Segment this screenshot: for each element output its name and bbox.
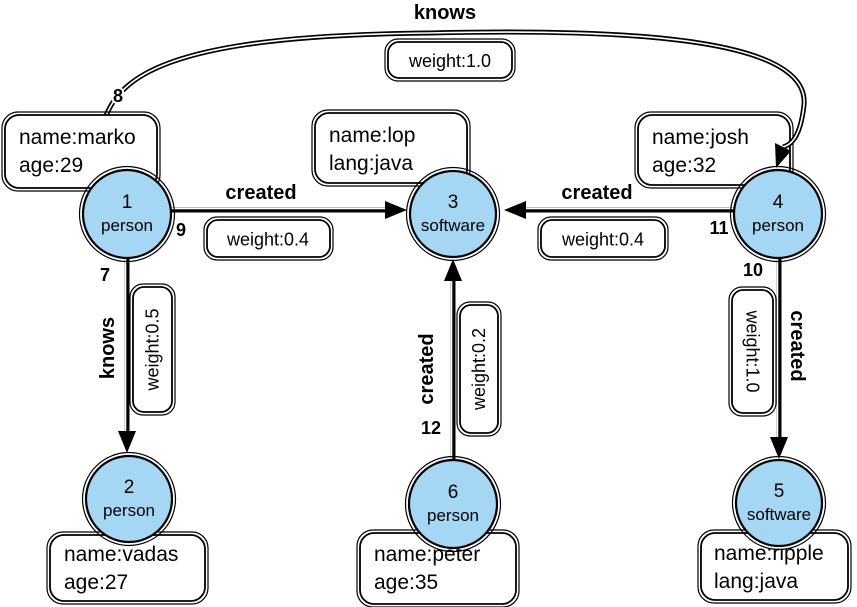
edge-label-created-right: created — [561, 182, 632, 204]
weight-box-halo — [728, 286, 777, 417]
node-circle — [81, 168, 173, 260]
node-id: 1 — [122, 192, 133, 213]
edge-label-created-left: created — [225, 182, 296, 204]
property-line: lang:java — [329, 152, 413, 175]
weight-box — [387, 41, 513, 79]
edge-created-6-3 — [444, 259, 462, 460]
property-line: age:32 — [652, 154, 716, 177]
edge-curve-highlight — [99, 31, 805, 179]
property-line: name:josh — [652, 126, 749, 149]
node-circle — [408, 169, 498, 259]
weight-box-edge-12: weight:0.2 — [456, 301, 502, 437]
node-label: person — [752, 216, 804, 235]
edge-id-7: 7 — [100, 265, 110, 285]
edge-created-1-3 — [171, 201, 407, 219]
edge-label-created-far-right: created — [786, 310, 808, 381]
node-5: 5 software — [731, 455, 827, 551]
edge-id-9: 9 — [176, 220, 186, 240]
arrowhead — [385, 201, 407, 219]
arrowhead — [770, 437, 788, 459]
property-box-halo — [311, 109, 471, 187]
weight-box — [540, 219, 666, 258]
node-2: 2 person — [81, 451, 177, 547]
weight-label: weight:1.0 — [408, 51, 491, 71]
node-1: 1 person — [78, 165, 176, 263]
edge-label-created-middle: created — [416, 333, 438, 404]
arrowhead — [775, 143, 791, 168]
weight-label: weight:1.0 — [743, 309, 763, 392]
node-halo — [404, 455, 502, 553]
weight-box — [731, 289, 774, 414]
node-6: 6 person — [404, 455, 502, 553]
property-box-ripple: name:ripple lang:java — [697, 529, 852, 604]
arrowhead — [504, 201, 526, 219]
weight-label: weight:0.2 — [469, 328, 489, 411]
weight-label: weight:0.5 — [143, 308, 163, 391]
arrowhead — [444, 259, 462, 281]
weight-box-edge-11: weight:0.4 — [537, 216, 669, 261]
property-box-halo — [634, 111, 794, 189]
node-halo — [78, 165, 176, 263]
node-label: software — [421, 216, 485, 235]
node-circle — [734, 458, 824, 548]
node-id: 5 — [774, 481, 785, 502]
node-label: person — [427, 506, 479, 525]
property-box — [637, 114, 791, 186]
node-label: software — [747, 505, 811, 524]
weight-box-edge-9: weight:0.4 — [203, 216, 334, 261]
weight-box-halo — [203, 216, 334, 261]
edge-label-knows-top: knows — [414, 2, 476, 24]
node-label: person — [103, 501, 155, 520]
property-box — [314, 112, 468, 184]
node-label: person — [101, 216, 153, 235]
property-box-josh: name:josh age:32 — [634, 111, 794, 189]
node-id: 4 — [773, 192, 784, 213]
node-halo — [405, 166, 501, 262]
edge-id-10: 10 — [743, 260, 763, 280]
weight-box-halo — [129, 283, 176, 416]
property-line: age:27 — [64, 571, 128, 594]
arrowhead — [118, 431, 136, 453]
property-box-lop: name:lop lang:java — [311, 109, 471, 187]
node-4: 4 person — [729, 165, 827, 263]
weight-box-edge-8: weight:1.0 — [384, 38, 516, 82]
weight-box-halo — [456, 301, 502, 437]
edge-id-12: 12 — [421, 418, 441, 438]
node-circle — [732, 168, 824, 260]
edge-id-8: 8 — [113, 86, 123, 106]
weight-box-edge-10: weight:1.0 — [728, 286, 777, 417]
edge-created-4-3 — [504, 201, 734, 219]
property-line: name:lop — [329, 124, 415, 147]
property-line: name:marko — [19, 126, 136, 149]
weight-box — [459, 304, 499, 434]
node-circle — [84, 454, 174, 544]
node-id: 3 — [448, 192, 459, 213]
weight-box — [132, 286, 173, 413]
weight-label: weight:0.4 — [226, 230, 309, 250]
weight-label: weight:0.4 — [561, 230, 644, 250]
node-circle — [407, 458, 499, 550]
edge-label-knows-vertical: knows — [97, 317, 119, 379]
property-line: age:35 — [374, 571, 438, 594]
node-halo — [729, 165, 827, 263]
edge-id-11: 11 — [709, 218, 728, 238]
node-3: 3 software — [405, 166, 501, 262]
weight-box-halo — [537, 216, 669, 261]
edge-knows-1-4 — [98, 29, 807, 179]
weight-box-halo — [384, 38, 516, 82]
node-id: 6 — [448, 482, 459, 503]
edge-created-4-5 — [770, 258, 788, 459]
node-id: 2 — [124, 477, 135, 498]
property-line: age:29 — [19, 154, 83, 177]
property-box-halo — [1, 111, 161, 192]
property-line: name:vadas — [64, 543, 178, 566]
property-line: lang:java — [714, 570, 798, 593]
weight-box — [206, 219, 331, 258]
property-line: name:ripple — [714, 542, 824, 565]
node-halo — [731, 455, 827, 551]
weight-box-edge-7: weight:0.5 — [129, 283, 176, 416]
edge-knows-1-2 — [118, 258, 136, 453]
node-halo — [81, 451, 177, 547]
